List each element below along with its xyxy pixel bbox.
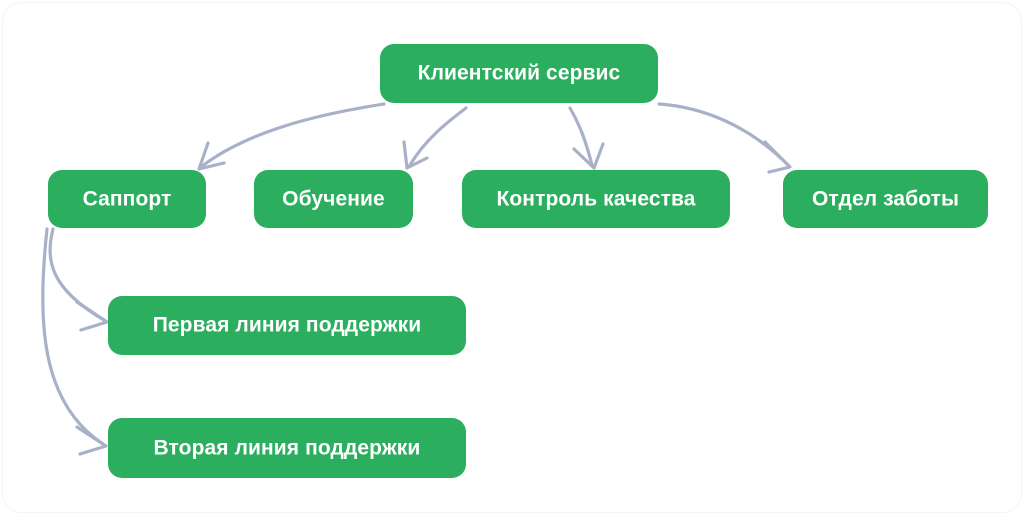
node-quality-control[interactable]: Контроль качества [462,170,730,228]
node-first-line-support-label: Первая линия поддержки [152,313,422,337]
arrowhead [763,140,792,174]
edge-root-to-care [657,102,792,174]
node-quality-control-label: Контроль качества [496,187,696,210]
node-root[interactable]: Клиентский сервис [380,44,658,103]
node-second-line-support-label: Вторая линия поддержки [153,436,421,459]
edge-root-to-training [402,106,468,170]
node-training-label: Обучение [282,187,385,210]
node-root-label: Клиентский сервис [417,61,621,85]
node-support[interactable]: Саппорт [48,170,206,228]
edge-root-to-support [197,102,386,171]
arrowhead [75,425,108,456]
edge-root-to-quality [568,106,605,170]
arrowhead [402,140,429,170]
node-second-line-support[interactable]: Вторая линия поддержки [108,418,466,478]
node-first-line-support[interactable]: Первая линия поддержки [108,296,466,355]
edge-support-to-second-line [41,227,108,456]
edge-support-to-first-line [48,227,109,332]
node-care-department[interactable]: Отдел заботы [783,170,988,228]
node-care-department-label: Отдел заботы [811,187,960,210]
node-training[interactable]: Обучение [254,170,413,228]
arrowhead [197,141,226,171]
arrowhead [75,300,109,332]
arrowhead [572,142,605,170]
diagram-card: Клиентский сервис Саппорт Обучение Контр… [3,3,1021,512]
node-support-label: Саппорт [82,187,172,210]
